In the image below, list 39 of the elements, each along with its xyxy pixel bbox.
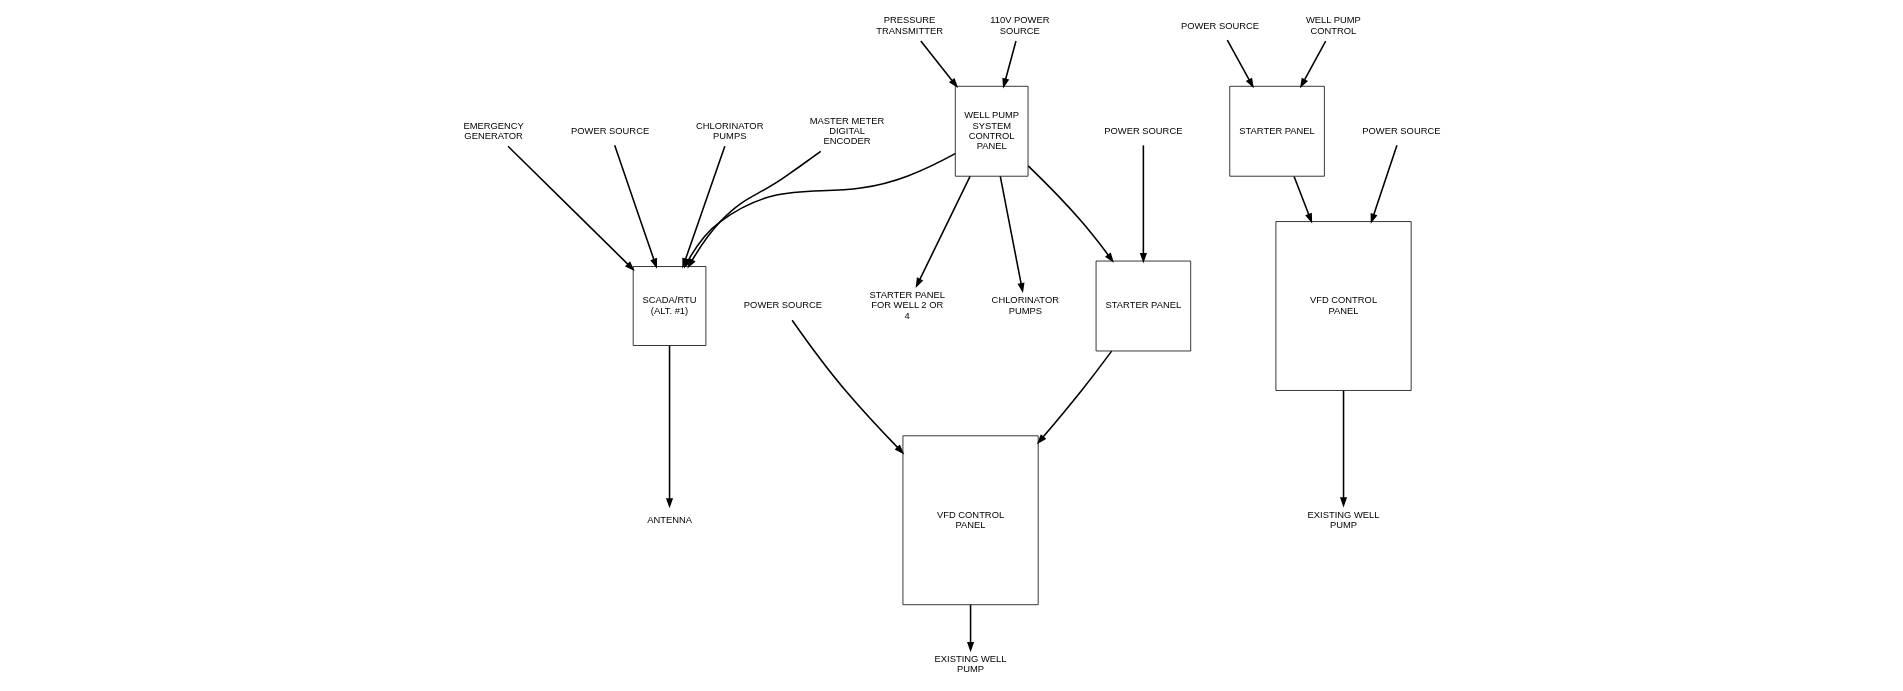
node-text: 110V POWER SOURCE xyxy=(989,15,1049,36)
node-text: EXISTING WELL PUMP xyxy=(934,654,1007,675)
node-text: PRESSURE TRANSMITTER xyxy=(875,15,943,36)
node-text: STARTER PANEL FOR WELL 2 OR 4 xyxy=(868,290,945,321)
arrow xyxy=(1036,350,1112,445)
arrow xyxy=(919,40,958,89)
node-text: POWER SOURCE xyxy=(743,300,822,311)
node-text: POWER SOURCE xyxy=(1103,125,1182,136)
arrow xyxy=(613,144,657,269)
node-box: VFD CONTROL PANEL xyxy=(1275,221,1412,391)
arrow xyxy=(1339,389,1347,508)
node-box: WELL PUMP SYSTEM CONTROL PANEL xyxy=(954,85,1028,177)
node-box: STARTER PANEL xyxy=(1228,85,1325,177)
arrow xyxy=(506,145,635,271)
node-text: POWER SOURCE xyxy=(570,125,649,136)
node-text: CHLORINATOR PUMPS xyxy=(991,295,1059,316)
arrow xyxy=(1370,144,1398,224)
node-text: POWER SOURCE xyxy=(1361,125,1440,136)
arrow xyxy=(999,175,1024,294)
arrow xyxy=(790,319,904,455)
node-text: ANTENNA xyxy=(646,514,692,525)
arrow xyxy=(1001,40,1017,89)
arrow xyxy=(966,604,974,653)
node-box: STARTER PANEL xyxy=(1095,260,1191,352)
node-text: EXISTING WELL PUMP xyxy=(1307,509,1379,530)
arrow xyxy=(1292,175,1312,224)
node-text: CHLORINATOR PUMPS xyxy=(695,120,763,141)
arrow xyxy=(915,175,971,289)
arrow xyxy=(665,344,673,509)
node-text: MASTER METER DIGITAL ENCODER xyxy=(809,115,884,146)
arrow xyxy=(1299,40,1326,89)
node-box: VFD CONTROL PANEL xyxy=(902,435,1039,606)
node-text: EMERGENCY GENERATOR xyxy=(462,120,524,141)
node-text: POWER SOURCE xyxy=(1180,20,1259,31)
arrow xyxy=(1226,39,1254,89)
node-text: WELL PUMP CONTROL xyxy=(1305,15,1361,36)
node-box: SCADA/RTU (ALT. #1) xyxy=(632,266,706,346)
arrow xyxy=(1026,165,1114,263)
arrow xyxy=(1139,144,1147,264)
